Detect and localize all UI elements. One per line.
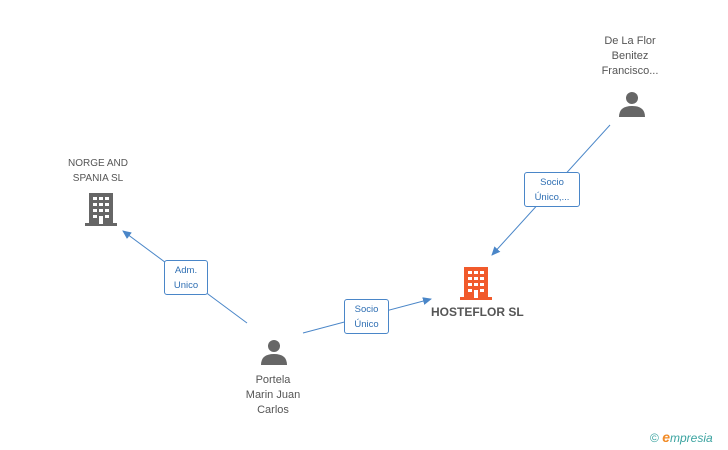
person-delaflor-label[interactable]: De La Flor Benitez Francisco... <box>601 35 659 77</box>
main-company-label[interactable]: HOSTEFLOR SL <box>431 305 524 319</box>
person-icon[interactable] <box>259 337 289 367</box>
company-norge-label[interactable]: NORGE AND SPANIA SL <box>67 158 128 184</box>
building-icon[interactable] <box>85 191 117 227</box>
person-portela-label[interactable]: Portela Marin Juan Carlos <box>245 374 301 416</box>
person-icon[interactable] <box>617 89 647 119</box>
building-icon[interactable] <box>460 265 492 301</box>
empresia-logo: © empresia <box>650 429 713 445</box>
edge-label-socio-unico[interactable]: Socio Único <box>344 299 389 334</box>
edge-label-adm-unico[interactable]: Adm. Unico <box>164 260 208 295</box>
edge-label-socio-unico-delaflor[interactable]: Socio Único,... <box>524 172 580 207</box>
